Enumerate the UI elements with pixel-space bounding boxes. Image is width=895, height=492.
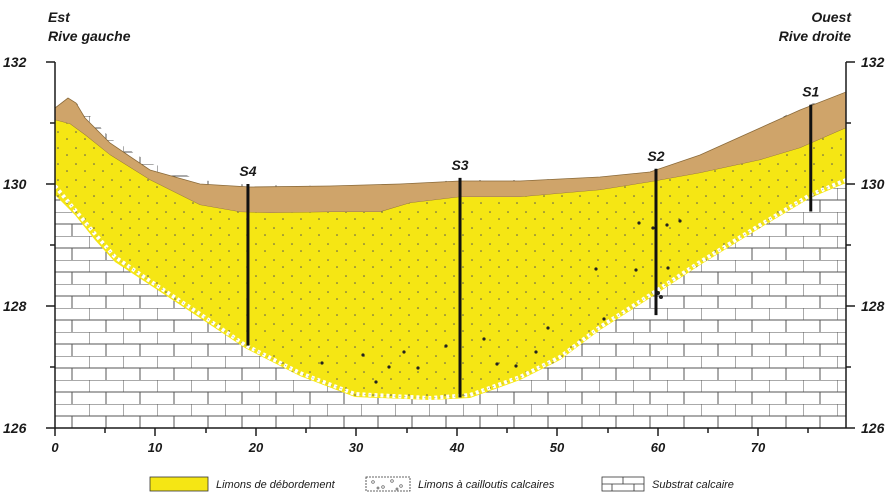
legend-label-substrat: Substrat calcaire xyxy=(652,479,734,491)
y-ticks-left xyxy=(46,61,55,429)
x-tick-label: 70 xyxy=(751,440,766,455)
borehole-label-s2: S2 xyxy=(647,148,664,164)
y-tick-label-left: 126 xyxy=(3,420,27,436)
x-tick-label: 30 xyxy=(349,440,364,455)
borehole-label-s1: S1 xyxy=(802,84,819,100)
x-ticks xyxy=(54,428,809,436)
y-tick-label-right: 130 xyxy=(861,176,885,192)
x-tick-label: 20 xyxy=(248,440,264,455)
borehole-label-s3: S3 xyxy=(451,157,468,173)
silt-dots xyxy=(55,120,846,400)
x-tick-label: 60 xyxy=(651,440,666,455)
header-right-line2: Rive droite xyxy=(779,28,852,44)
x-tick-label: 50 xyxy=(550,440,565,455)
y-tick-label-left: 130 xyxy=(3,176,27,192)
borehole-label-s4: S4 xyxy=(239,163,256,179)
boreholes: S4 S3 S2 S1 xyxy=(239,84,820,398)
header-left-line1: Est xyxy=(48,9,71,25)
y-tick-label-right: 126 xyxy=(861,420,885,436)
x-tick-label: 10 xyxy=(148,440,163,455)
y-tick-label-left: 128 xyxy=(3,298,27,314)
x-tick-label: 40 xyxy=(449,440,465,455)
header-left-line2: Rive gauche xyxy=(48,28,131,44)
y-ticks-right xyxy=(846,61,855,429)
y-tick-label-right: 128 xyxy=(861,298,885,314)
y-tick-label-right: 132 xyxy=(861,54,885,70)
legend: Limons de débordement Limons à caillouti… xyxy=(149,476,734,492)
legend-swatch-limons xyxy=(149,476,209,492)
legend-label-limons: Limons de débordement xyxy=(216,479,336,491)
legend-swatch-cailloutis xyxy=(365,476,411,492)
x-tick-label: 0 xyxy=(51,440,59,455)
sky-area xyxy=(55,62,846,186)
legend-label-cailloutis: Limons à cailloutis calcaires xyxy=(418,479,555,491)
y-tick-label-left: 132 xyxy=(3,54,27,70)
pebbles xyxy=(320,219,682,384)
header-right-line1: Ouest xyxy=(811,9,852,25)
